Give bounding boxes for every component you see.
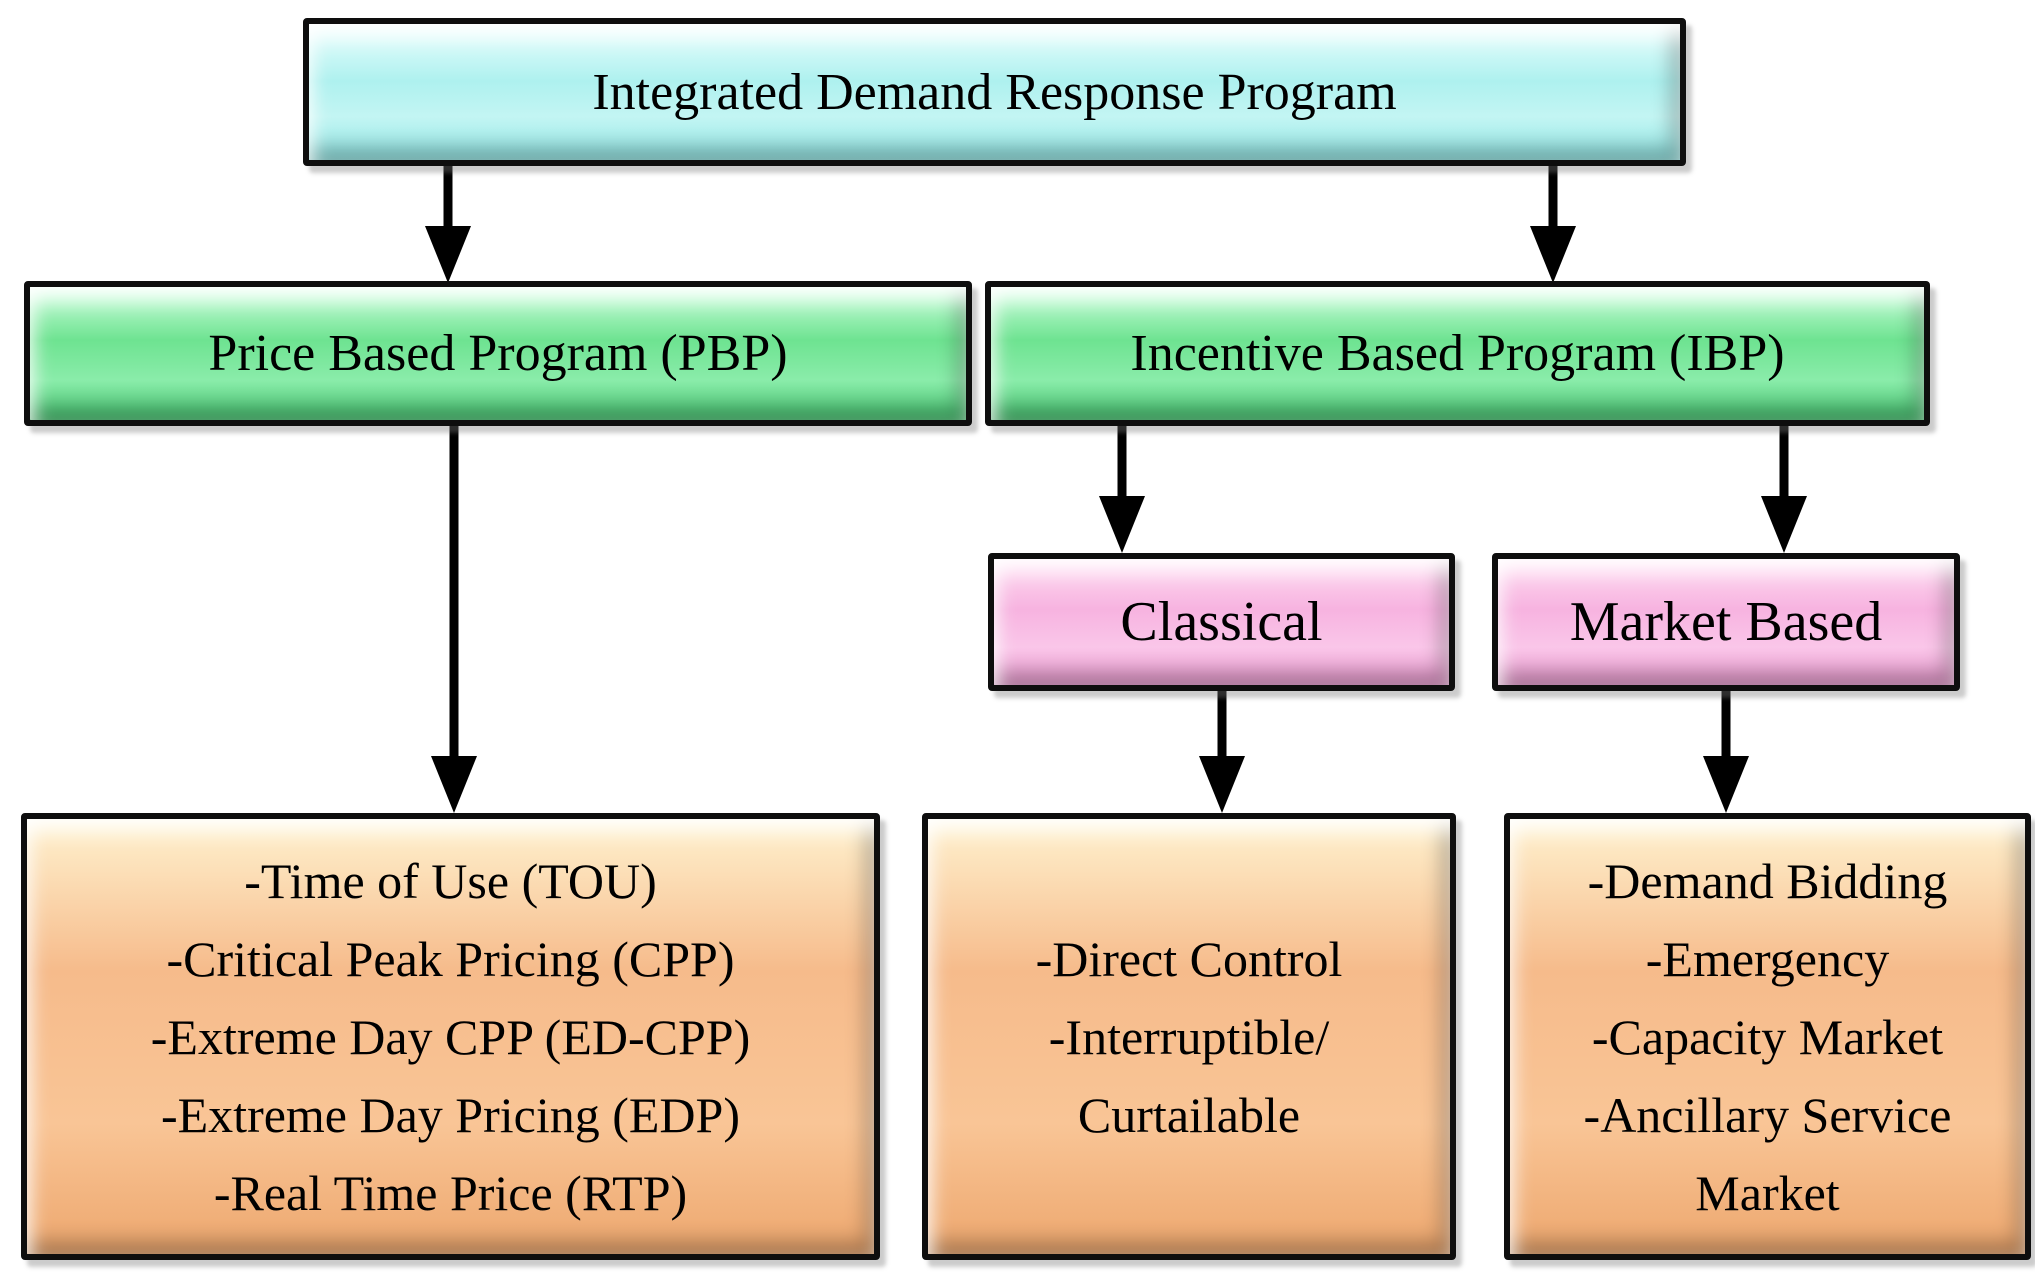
item-line: -Ancillary Service	[1583, 1086, 1952, 1143]
node-integrated-demand-response-program: Integrated Demand Response Program	[303, 18, 1686, 166]
arrow-pbp-to-pbp-items	[431, 426, 477, 813]
item-line: Curtailable	[1077, 1086, 1301, 1143]
item-line: -Interruptible/	[1048, 1008, 1330, 1065]
node-market-based-items: -Demand Bidding -Emergency -Capacity Mar…	[1504, 813, 2031, 1260]
node-classical-items: -Direct Control -Interruptible/ Curtaila…	[922, 813, 1456, 1260]
arrow-ibp-to-classical	[1099, 426, 1145, 553]
item-line: -Direct Control	[1035, 930, 1343, 987]
node-label: Classical	[1120, 591, 1323, 653]
item-line: -Extreme Day Pricing (EDP)	[160, 1086, 740, 1143]
item-line: -Capacity Market	[1591, 1008, 1944, 1065]
node-price-based-program: Price Based Program (PBP)	[24, 281, 972, 426]
node-market-based: Market Based	[1492, 553, 1960, 691]
arrow-root-to-ibp	[1530, 166, 1576, 283]
node-pbp-items: -Time of Use (TOU) -Critical Peak Pricin…	[21, 813, 880, 1260]
item-line: -Critical Peak Pricing (CPP)	[166, 930, 735, 987]
item-line: -Emergency	[1645, 930, 1890, 987]
item-line: -Demand Bidding	[1587, 852, 1948, 909]
arrow-market-based-to-market-items	[1703, 691, 1749, 813]
arrow-ibp-to-market-based	[1761, 426, 1807, 553]
arrow-classical-to-classical-items	[1199, 691, 1245, 813]
item-line: -Time of Use (TOU)	[244, 852, 657, 909]
node-label: Incentive Based Program (IBP)	[1130, 325, 1785, 382]
node-classical: Classical	[988, 553, 1455, 691]
node-label: Price Based Program (PBP)	[208, 325, 788, 382]
item-line: -Real Time Price (RTP)	[213, 1164, 688, 1221]
node-label: Integrated Demand Response Program	[592, 63, 1397, 121]
item-line: Market	[1695, 1164, 1840, 1221]
item-line: -Extreme Day CPP (ED-CPP)	[150, 1008, 751, 1065]
node-label: Market Based	[1569, 591, 1883, 653]
arrow-root-to-pbp	[425, 166, 471, 283]
node-incentive-based-program: Incentive Based Program (IBP)	[985, 281, 1930, 426]
